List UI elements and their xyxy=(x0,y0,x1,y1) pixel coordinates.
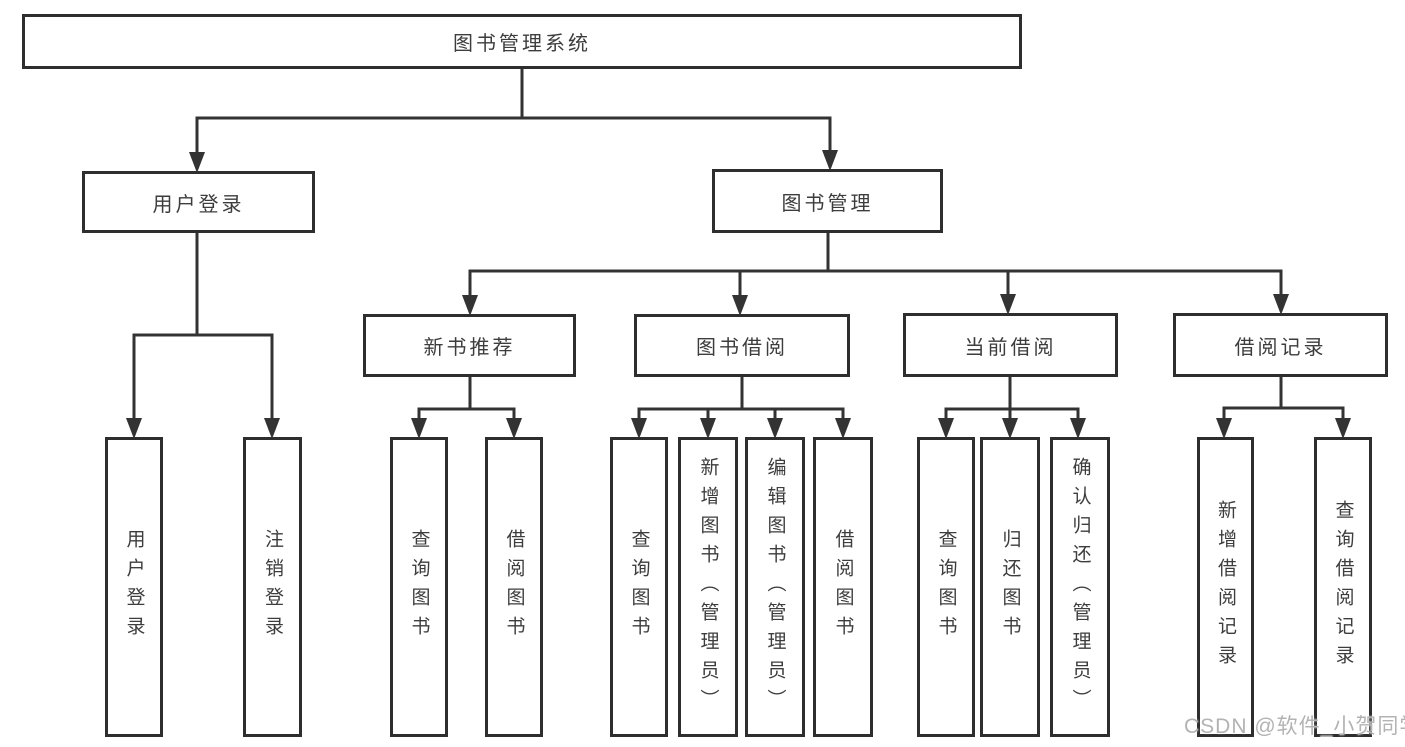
node-book-management-branch: 图书管理 xyxy=(712,169,943,233)
node-label: 确认归还（管理员） xyxy=(1069,456,1091,718)
node-label: 注销登录 xyxy=(262,529,283,645)
node-label: 用户登录 xyxy=(152,193,245,216)
node-label: 编辑图书（管理员） xyxy=(764,456,786,718)
leaf-query-books-borrow: 查询图书 xyxy=(610,437,668,737)
leaf-edit-books-admin: 编辑图书（管理员） xyxy=(745,437,805,737)
leaf-add-books-admin: 新增图书（管理员） xyxy=(678,437,738,737)
node-label: 新书推荐 xyxy=(423,337,516,359)
node-label: 新增借阅记录 xyxy=(1215,500,1236,674)
node-label: 查询图书 xyxy=(408,529,430,645)
node-label: 查询图书 xyxy=(628,529,650,645)
node-label: 用户登录 xyxy=(123,529,145,645)
node-user-login-branch: 用户登录 xyxy=(82,171,315,233)
node-label: 归还图书 xyxy=(999,529,1021,645)
node-new-book-recommend: 新书推荐 xyxy=(363,314,576,377)
node-label: 借阅记录 xyxy=(1234,336,1327,359)
node-label: 借阅图书 xyxy=(832,529,854,645)
leaf-query-borrow-record: 查询借阅记录 xyxy=(1314,437,1372,737)
node-borrow-record: 借阅记录 xyxy=(1173,313,1388,377)
node-root-system: 图书管理系统 xyxy=(22,14,1022,69)
node-label: 新增图书（管理员） xyxy=(697,456,719,718)
node-book-borrow: 图书借阅 xyxy=(634,314,850,377)
node-label: 查询借阅记录 xyxy=(1332,500,1354,674)
node-label: 借阅图书 xyxy=(503,529,525,645)
leaf-logout: 注销登录 xyxy=(243,437,302,737)
csdn-watermark: CSDN @软件_小贺同学 xyxy=(1184,715,1405,738)
leaf-query-books-recommend: 查询图书 xyxy=(390,437,448,737)
node-label: 图书管理 xyxy=(781,192,874,215)
leaf-confirm-return-admin: 确认归还（管理员） xyxy=(1050,437,1110,737)
node-current-borrow: 当前借阅 xyxy=(903,313,1118,377)
leaf-add-borrow-record: 新增借阅记录 xyxy=(1197,437,1254,737)
leaf-user-login: 用户登录 xyxy=(105,437,163,737)
node-label: 当前借阅 xyxy=(964,336,1057,359)
node-label: 图书借阅 xyxy=(696,337,788,359)
leaf-query-books-current: 查询图书 xyxy=(917,437,975,737)
leaf-borrow-books-recommend: 借阅图书 xyxy=(485,437,543,737)
leaf-return-books: 归还图书 xyxy=(980,437,1040,737)
node-label: 查询图书 xyxy=(935,529,957,645)
leaf-borrow-books: 借阅图书 xyxy=(813,437,873,737)
node-label: 图书管理系统 xyxy=(453,33,591,55)
